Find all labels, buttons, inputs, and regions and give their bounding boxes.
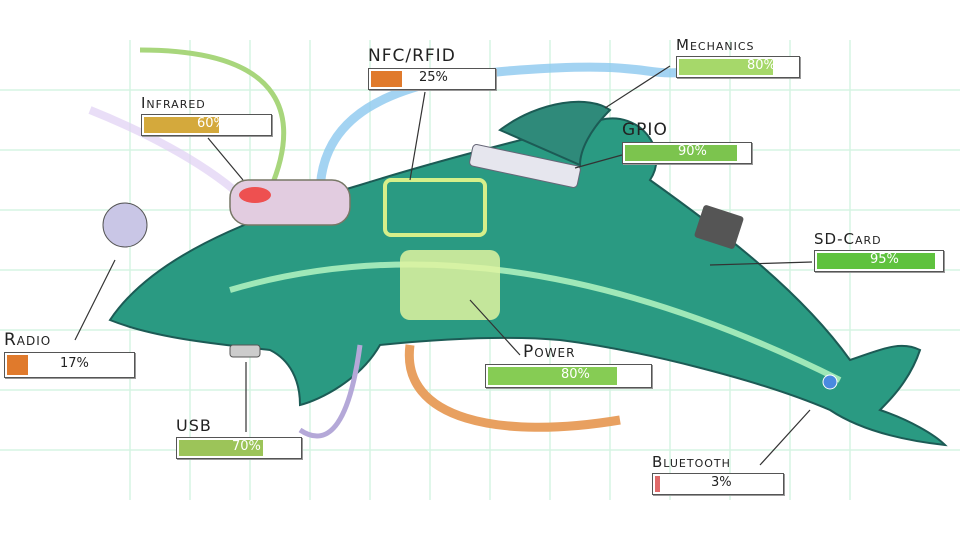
component-label: USB xyxy=(176,416,212,435)
dorsal-fin xyxy=(498,100,612,167)
progress-bar: 60% xyxy=(141,114,272,136)
progress-fill xyxy=(179,440,263,456)
component-label: GPIO xyxy=(622,120,668,140)
progress-bar: 80% xyxy=(676,56,800,78)
progress-fill xyxy=(655,476,661,492)
percent-text: 80% xyxy=(561,367,590,382)
progress-fill xyxy=(371,71,402,87)
progress-bar: 80% xyxy=(485,364,652,388)
progress-fill xyxy=(488,367,617,385)
percent-text: 70% xyxy=(232,439,261,454)
component-label: NFC/RFID xyxy=(368,46,456,66)
callout-radio: Radio 17% xyxy=(4,330,135,378)
leader-lines xyxy=(74,65,813,466)
percent-text: 25% xyxy=(419,70,448,85)
callout-nfc-rfid: NFC/RFID 25% xyxy=(368,46,496,90)
callout-sd-card: SD-Card 95% xyxy=(814,230,944,272)
progress-bar: 3% xyxy=(652,473,784,495)
battery xyxy=(400,250,500,320)
percent-text: 60% xyxy=(197,116,226,131)
green-cable xyxy=(139,47,287,191)
percent-text: 80% xyxy=(747,58,776,73)
progress-fill xyxy=(625,145,737,161)
infrared-module xyxy=(229,179,351,226)
infrared-led xyxy=(239,187,271,203)
blue-cable xyxy=(315,62,701,196)
nfc-antenna xyxy=(383,178,487,237)
progress-bar: 70% xyxy=(176,437,302,459)
callout-bluetooth: Bluetooth 3% xyxy=(652,453,784,495)
power-cable xyxy=(404,344,621,432)
progress-bar: 95% xyxy=(814,250,944,272)
callout-infrared: Infrared 60% xyxy=(141,94,272,136)
progress-bar: 25% xyxy=(368,68,496,90)
component-label: Bluetooth xyxy=(652,453,731,471)
progress-fill xyxy=(7,355,29,375)
component-label: Radio xyxy=(4,330,52,350)
bluetooth-chip xyxy=(822,374,838,390)
progress-bar: 90% xyxy=(622,142,752,164)
progress-fill xyxy=(144,117,219,133)
percent-text: 90% xyxy=(678,144,707,159)
component-label: Power xyxy=(523,342,576,362)
component-label: Infrared xyxy=(141,94,206,112)
usb-port xyxy=(229,344,261,358)
progress-fill xyxy=(679,59,774,75)
percent-text: 3% xyxy=(711,475,732,490)
component-label: SD-Card xyxy=(814,230,882,248)
usb-cable xyxy=(298,344,363,439)
progress-fill xyxy=(817,253,935,269)
spine xyxy=(229,261,842,383)
callout-gpio: GPIO 90% xyxy=(622,120,752,164)
callout-power: Power 80% xyxy=(485,342,652,388)
sd-card-image xyxy=(694,205,744,249)
component-label: Mechanics xyxy=(676,36,755,54)
progress-bar: 17% xyxy=(4,352,135,378)
percent-text: 95% xyxy=(870,252,899,267)
infrared-beam xyxy=(88,106,243,199)
radio-dish xyxy=(102,202,148,248)
gpio-header xyxy=(469,144,581,188)
percent-text: 17% xyxy=(60,356,89,371)
callout-usb: USB 70% xyxy=(176,416,302,459)
callout-mechanics: Mechanics 80% xyxy=(676,36,800,78)
